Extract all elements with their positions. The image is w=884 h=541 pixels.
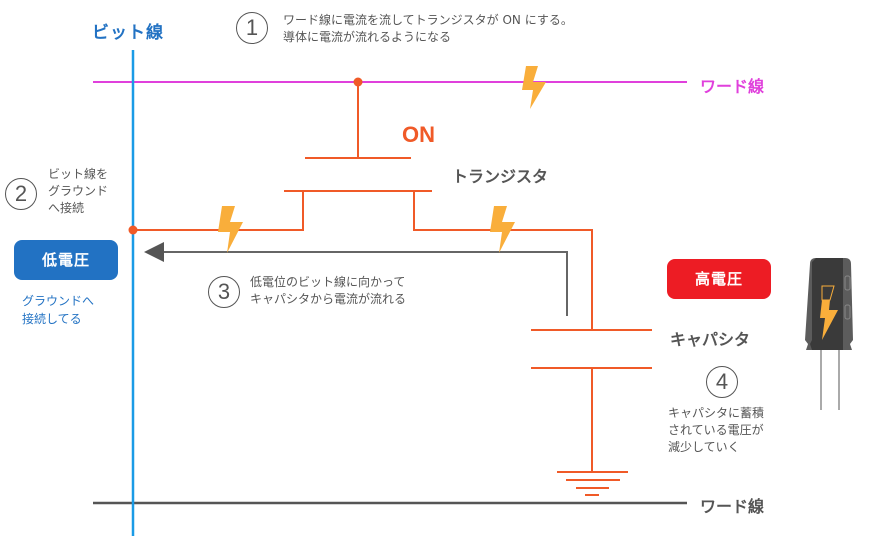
- step-2-description: ビット線を グラウンド へ接続: [48, 166, 108, 217]
- step-1-description: ワード線に電流を流してトランジスタが ON にする。 導体に電流が流れるようにな…: [283, 12, 573, 46]
- step-4-line: 減少していく: [668, 440, 740, 454]
- lightning-icon: [490, 206, 515, 253]
- step-3-line: 低電位のビット線に向かって: [250, 275, 406, 289]
- step-2-line: グラウンド: [48, 184, 109, 198]
- ground-note-line: 接続してる: [22, 312, 82, 326]
- step-3-line: キャパシタから電流が流れる: [250, 292, 407, 306]
- step-4-line: されている電圧が: [668, 423, 764, 437]
- step-2-line: ビット線を: [48, 167, 109, 181]
- step-number-2: 2: [5, 178, 37, 210]
- step-4-description: キャパシタに蓄積 されている電圧が 減少していく: [668, 405, 764, 456]
- step-3-description: 低電位のビット線に向かって キャパシタから電流が流れる: [250, 274, 406, 308]
- capacitor-label: キャパシタ: [670, 330, 751, 349]
- junction-dot-bitline: [128, 225, 138, 235]
- high-voltage-badge: 高電圧: [667, 259, 771, 299]
- low-voltage-badge: 低電圧: [14, 240, 118, 280]
- transistor-label: トランジスタ: [452, 167, 549, 186]
- bit-line-label: ビット線: [92, 23, 164, 43]
- lightning-icon: [218, 206, 243, 253]
- step-2-line: へ接続: [48, 201, 85, 215]
- step-1-line: 導体に電流が流れるようになる: [283, 30, 452, 44]
- step-number-3: 3: [208, 276, 240, 308]
- step-4-line: キャパシタに蓄積: [668, 406, 765, 420]
- step-1-line: ワード線に電流を流してトランジスタが ON にする。: [283, 13, 573, 27]
- capacitor-component-icon: [805, 258, 853, 410]
- ground-note-line: グラウンドへ: [22, 294, 95, 308]
- arrow-left-icon: [144, 242, 164, 262]
- junction-dot-gate: [353, 77, 363, 87]
- transistor-symbol: [133, 82, 593, 330]
- word-line-bottom-label: ワード線: [700, 497, 765, 516]
- capacitor-symbol: [531, 329, 652, 472]
- current-flow-line: [160, 251, 568, 316]
- on-state-label: ON: [402, 122, 435, 147]
- ground-symbol-icon: [557, 471, 628, 496]
- step-number-1: 1: [236, 12, 268, 44]
- step-number-4: 4: [706, 366, 738, 398]
- ground-note: グラウンドへ 接続してる: [22, 292, 94, 328]
- lightning-icon: [522, 66, 546, 109]
- word-line-top-label: ワード線: [700, 77, 765, 96]
